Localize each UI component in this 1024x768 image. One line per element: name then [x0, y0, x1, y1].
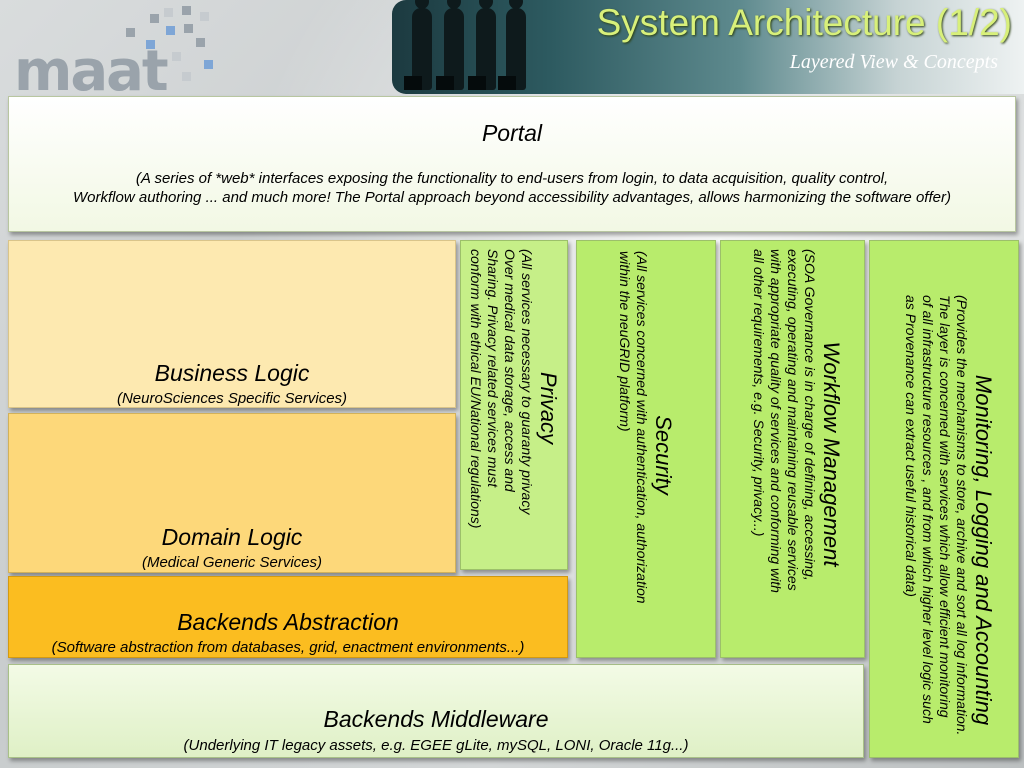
workflow-description-line: all other requirements, e.g. Security, p… — [751, 249, 767, 537]
security-rotated-text: Security (All services concerned with au… — [616, 251, 676, 657]
monitoring-rotated-text: Monitoring, Logging and Accounting (Prov… — [902, 295, 996, 757]
monitoring-description-line: as Provenance can extract useful histori… — [903, 295, 919, 597]
portal-description: (A series of *web* interfaces exposing t… — [9, 169, 1015, 207]
monitoring-logging-accounting-layer: Monitoring, Logging and Accounting (Prov… — [869, 240, 1019, 758]
logo-square — [196, 38, 205, 47]
business-logic-title: Business Logic — [154, 360, 310, 386]
portal-description-line: (A series of *web* interfaces exposing t… — [135, 170, 889, 187]
privacy-description: (All services necessary to guaranty priv… — [467, 249, 535, 567]
backends-abstraction-title: Backends Abstraction — [177, 609, 399, 635]
portal-layer: Portal (A series of *web* interfaces exp… — [8, 96, 1016, 232]
maat-logo: maat — [14, 4, 224, 104]
backends-middleware-description: (Underlying IT legacy assets, e.g. EGEE … — [183, 737, 689, 754]
domain-logic-title: Domain Logic — [161, 524, 303, 550]
domain-logic-layer: Domain Logic (Medical Generic Services) — [8, 413, 456, 573]
business-logic-description: (NeuroSciences Specific Services) — [116, 390, 348, 407]
backends-abstraction-description: (Software abstraction from databases, gr… — [51, 639, 525, 656]
portal-description-line: Workflow authoring ... and much more! Th… — [73, 189, 951, 206]
workflow-description-line: executing, operating and maintaining reu… — [785, 249, 801, 591]
briefcase-icon — [498, 76, 516, 90]
backends-middleware-layer: Backends Middleware (Underlying IT legac… — [8, 664, 864, 758]
privacy-description-line: conform with ethical EU/National regulat… — [468, 249, 484, 529]
logo-square — [204, 60, 213, 69]
logo-square — [146, 40, 155, 49]
briefcase-icon — [436, 76, 454, 90]
portal-title: Portal — [481, 120, 543, 146]
briefcase-icon — [404, 76, 422, 90]
workflow-description: (SOA Governance is in charge of defining… — [750, 249, 818, 657]
business-logic-layer: Business Logic (NeuroSciences Specific S… — [8, 240, 456, 408]
logo-text: maat — [14, 39, 169, 104]
monitoring-title: Monitoring, Logging and Accounting — [971, 374, 996, 726]
security-description-line: within the neuGRID platform) — [617, 251, 633, 432]
monitoring-description-line: of all infrastructure resources , and fr… — [920, 295, 936, 724]
privacy-layer: Privacy (All services necessary to guara… — [460, 240, 568, 570]
logo-square — [126, 28, 135, 37]
logo-square — [182, 6, 191, 15]
logo-square — [150, 14, 159, 23]
businessman-silhouette — [506, 0, 526, 90]
businessman-silhouette — [412, 0, 432, 90]
logo-square — [182, 72, 191, 81]
privacy-description-line: (All services necessary to guaranty priv… — [519, 249, 535, 515]
page-subtitle: Layered View & Concepts — [789, 51, 998, 73]
domain-logic-description: (Medical Generic Services) — [141, 554, 323, 571]
privacy-rotated-text: Privacy (All services necessary to guara… — [467, 249, 561, 567]
privacy-title: Privacy — [536, 371, 561, 445]
header-banner — [392, 0, 1024, 94]
businessman-silhouette — [444, 0, 464, 90]
logo-square — [166, 26, 175, 35]
logo-square — [200, 12, 209, 21]
backends-middleware-title: Backends Middleware — [323, 706, 549, 732]
logo-square — [164, 8, 173, 17]
logo-square — [172, 52, 181, 61]
monitoring-description-line: (Provides the mechanisms to store, archi… — [954, 295, 970, 736]
security-title: Security — [651, 415, 676, 495]
security-description: (All services concerned with authenticat… — [616, 251, 650, 657]
briefcase-icon — [468, 76, 486, 90]
workflow-description-line: (SOA Governance is in charge of defining… — [802, 249, 818, 581]
logo-square — [184, 24, 193, 33]
workflow-description-line: with appropriate quality of services and… — [768, 249, 784, 593]
workflow-rotated-text: Workflow Management (SOA Governance is i… — [750, 249, 844, 657]
businessman-silhouette — [476, 0, 496, 90]
monitoring-description: (Provides the mechanisms to store, archi… — [902, 295, 970, 757]
security-description-line: (All services concerned with authenticat… — [634, 251, 650, 604]
privacy-description-line: Sharing. Privacy related services must — [485, 249, 501, 488]
monitoring-description-line: The layer is concerned with services whi… — [937, 295, 953, 718]
backends-abstraction-layer: Backends Abstraction (Software abstracti… — [8, 576, 568, 658]
privacy-description-line: Over medical data storage, access and — [502, 249, 518, 492]
workflow-management-layer: Workflow Management (SOA Governance is i… — [720, 240, 865, 658]
page-title: System Architecture (1/2) — [596, 2, 1012, 43]
workflow-title: Workflow Management — [819, 341, 844, 567]
security-layer: Security (All services concerned with au… — [576, 240, 716, 658]
